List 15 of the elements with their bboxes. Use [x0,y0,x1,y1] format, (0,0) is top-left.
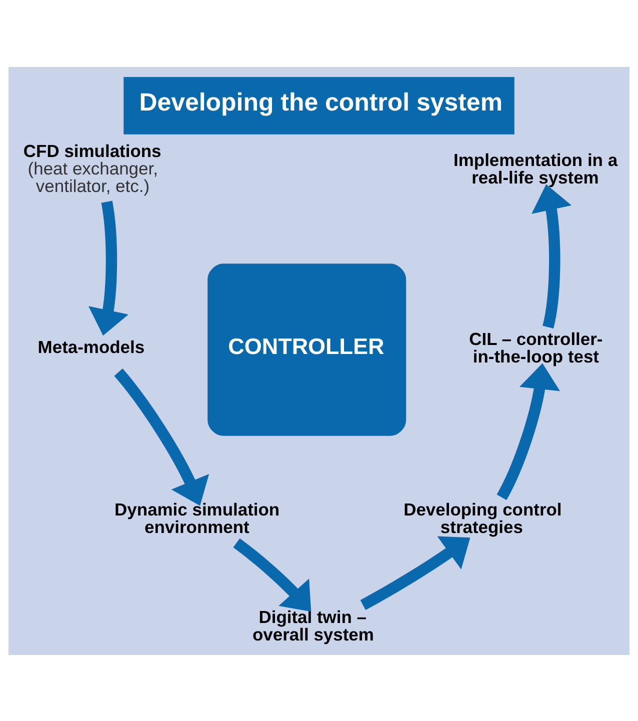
arrow [88,200,128,336]
arrow [360,536,470,610]
node-box: CONTROLLER [208,263,406,436]
arrow [496,362,560,500]
diagram-title: Developing the control system [139,88,503,116]
arrow [114,368,210,506]
node-text: CIL – controller-in-the-loop test [469,328,603,366]
node-text: Developing control strategies [404,498,562,536]
arrow [532,184,572,328]
node-text: Implementation in a real-life system [454,149,618,187]
arrow [233,538,312,612]
node-text: CFD simulations (heat exchanger, ventilator, etc.) [23,140,162,196]
node-text: Meta-models [38,336,145,357]
node-text: Digital twin – overall system [252,606,374,644]
node-text: Dynamic simulation environment [114,498,280,536]
